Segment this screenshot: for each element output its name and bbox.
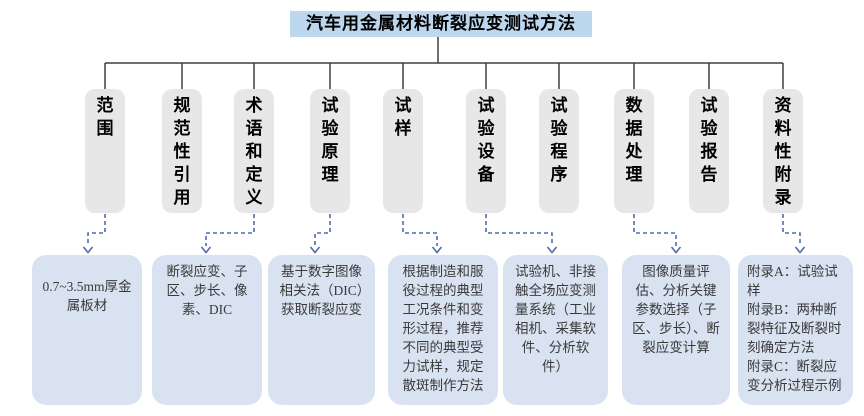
section-label: 范围 [96, 96, 114, 138]
annex-b-line: 附录B：两种断裂特征及断裂时刻确定方法 [747, 302, 842, 355]
section-box-scope: 范围 [85, 89, 125, 213]
note-box-data-processing: 图像质量评估、分析关键参数选择（子区、步长）、断裂应变计算 [622, 255, 730, 405]
section-box-test-report: 试验报告 [689, 89, 729, 213]
annex-a-line: 附录A：试验试样 [747, 264, 838, 298]
section-label: 试验原理 [321, 96, 339, 184]
section-label: 规范性引用 [173, 96, 191, 207]
diagram-title: 汽车用金属材料断裂应变测试方法 [290, 11, 592, 37]
section-box-terms-definitions: 术语和定义 [234, 89, 274, 213]
section-box-normative-refs: 规范性引用 [162, 89, 202, 213]
note-box-principle: 基于数字图像相关法（DIC）获取断裂应变 [268, 255, 375, 405]
arrowhead-icons [82, 246, 806, 254]
annex-c-line: 附录C：断裂应变分析过程示例 [747, 359, 842, 393]
dashed-arrows [87, 214, 801, 246]
section-box-informative-annex: 资料性附录 [763, 89, 803, 213]
section-label: 试验程序 [550, 96, 568, 184]
note-box-annex: 附录A：试验试样 附录B：两种断裂特征及断裂时刻确定方法 附录C：断裂应变分析过… [738, 255, 853, 405]
section-label: 试验报告 [700, 96, 718, 184]
section-label: 资料性附录 [774, 96, 792, 207]
note-box-scope: 0.7~3.5mm厚金属板材 [32, 255, 142, 405]
note-box-specimen: 根据制造和服役过程的典型工况条件和变形过程，推荐不同的典型受力试样，规定散斑制作… [388, 255, 498, 405]
section-label: 试样 [394, 96, 412, 138]
section-box-data-processing: 数据处理 [614, 89, 654, 213]
section-label: 数据处理 [625, 96, 643, 184]
section-label: 术语和定义 [245, 96, 263, 207]
section-box-test-procedure: 试验程序 [539, 89, 579, 213]
note-box-equipment: 试验机、非接触全场应变测量系统（工业相机、采集软件、分析软件） [503, 255, 608, 405]
connector-tree [104, 37, 784, 90]
section-box-test-principle: 试验原理 [310, 89, 350, 213]
section-box-test-equipment: 试验设备 [466, 89, 506, 213]
note-box-terms: 断裂应变、子区、步长、像素、DIC [152, 255, 262, 405]
section-label: 试验设备 [477, 96, 495, 184]
section-box-specimen: 试样 [383, 89, 423, 213]
